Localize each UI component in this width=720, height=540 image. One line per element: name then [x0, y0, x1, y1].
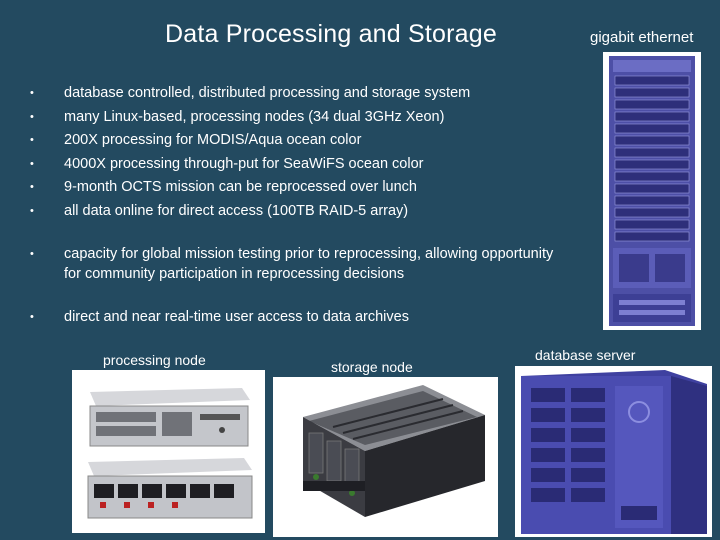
bullet-marker: • — [30, 204, 34, 217]
bullet-text: database controlled, distributed process… — [64, 85, 471, 101]
bullet-item: • all data online for direct access (100T… — [30, 200, 560, 224]
bullet-item: • many Linux-based, processing nodes (34 … — [30, 106, 560, 130]
bullet-marker: • — [30, 110, 34, 123]
bullet-text: 9-month OCTS mission can be reprocessed … — [64, 179, 417, 195]
gigabit-switch-image — [603, 52, 701, 330]
storage-node-image — [273, 377, 498, 537]
database-server-image — [515, 366, 712, 537]
bullet-list: • database controlled, distributed proces… — [30, 82, 560, 330]
bullet-item: • direct and near real-time user access t… — [30, 306, 560, 330]
bullet-item: • 200X processing for MODIS/Aqua ocean co… — [30, 129, 560, 153]
bullet-marker: • — [30, 157, 34, 170]
bullet-marker: • — [30, 311, 34, 323]
bullet-item: • 9-month OCTS mission can be reprocessed… — [30, 176, 560, 200]
processing-node-caption: processing node — [103, 352, 206, 368]
processing-node-image — [72, 370, 265, 533]
gigabit-ethernet-caption: gigabit ethernet — [590, 29, 694, 46]
storage-node-caption: storage node — [331, 359, 413, 375]
bullet-text: 200X processing for MODIS/Aqua ocean col… — [64, 132, 362, 148]
bullet-item: • database controlled, distributed proces… — [30, 82, 560, 106]
bullet-text: direct and near real-time user access to… — [64, 309, 409, 325]
bullet-marker: • — [30, 134, 34, 146]
bullet-text: 4000X processing through-put for SeaWiFS… — [64, 155, 424, 172]
bullet-text: capacity for global mission testing prio… — [64, 246, 554, 282]
bullet-item: • 4000X processing through-put for SeaWiF… — [30, 153, 560, 177]
bullet-item: • capacity for global mission testing pri… — [30, 245, 560, 284]
bullet-text: all data online for direct access (100TB… — [64, 202, 409, 219]
bullet-marker: • — [30, 181, 34, 193]
database-server-caption: database server — [535, 347, 636, 363]
bullet-marker: • — [30, 248, 34, 260]
bullet-text: many Linux-based, processing nodes (34 d… — [64, 108, 445, 125]
slide-title: Data Processing and Storage — [165, 20, 497, 48]
bullet-marker: • — [30, 87, 34, 99]
